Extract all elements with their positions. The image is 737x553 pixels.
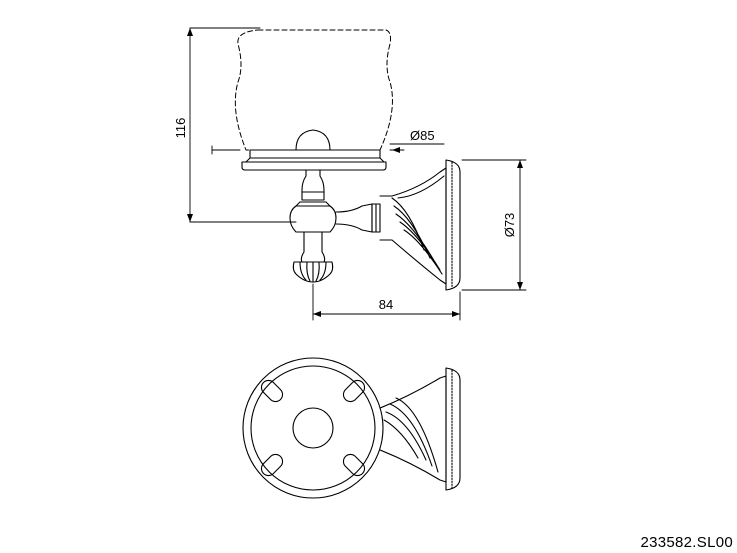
dim-glass-diameter-label: Ø85 xyxy=(410,128,435,143)
holder-body xyxy=(289,205,337,233)
dim-base-diameter-label: Ø73 xyxy=(502,213,517,238)
tray-top-outer xyxy=(242,357,384,499)
dim-height-label: 116 xyxy=(173,118,188,139)
glass-tray xyxy=(241,149,387,171)
toothbrush-slots xyxy=(260,379,366,477)
product-code: 233582.SL00 xyxy=(640,534,733,551)
holder-stem xyxy=(301,169,325,201)
dim-projection-label: 84 xyxy=(379,297,393,312)
holder-arm xyxy=(335,203,373,233)
tray-knob xyxy=(295,129,331,151)
dimension-lines xyxy=(189,27,527,321)
glass-outline xyxy=(234,29,393,151)
center-knob xyxy=(292,407,334,449)
